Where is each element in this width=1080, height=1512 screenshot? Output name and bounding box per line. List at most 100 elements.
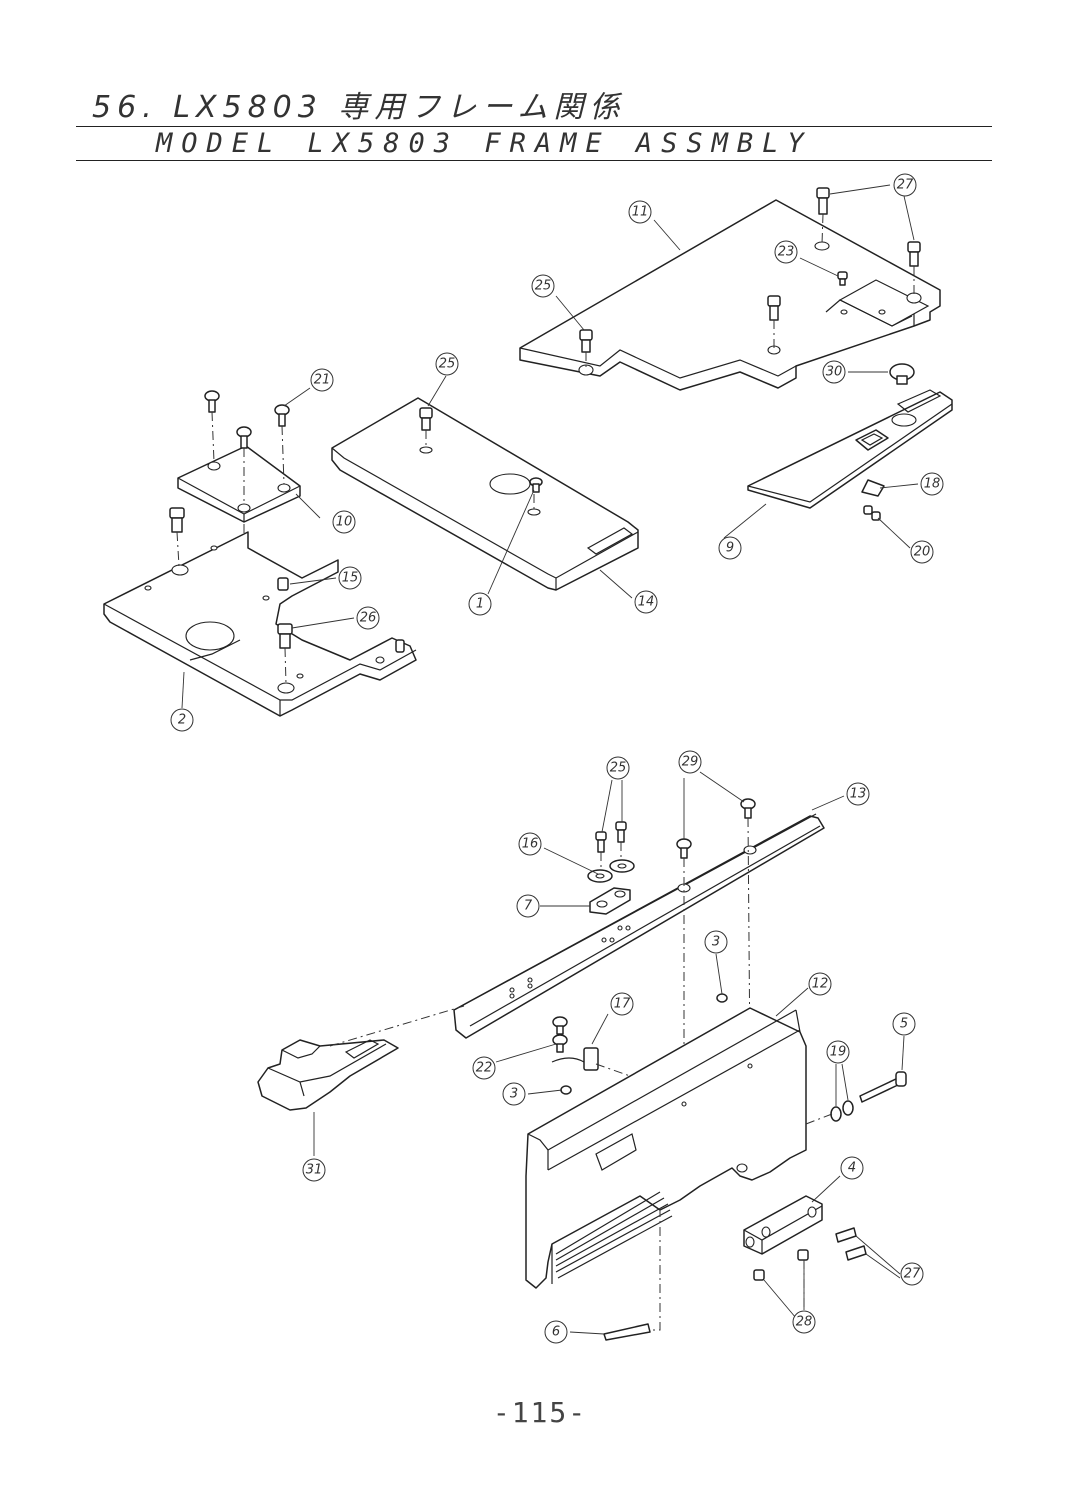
part-2-base-plate bbox=[103, 531, 417, 717]
callout-27-block: 27 bbox=[900, 1262, 924, 1286]
screw-23 bbox=[837, 271, 848, 286]
svg-text:12: 12 bbox=[812, 977, 829, 992]
screws-22 bbox=[552, 1016, 568, 1053]
assembly-lines-plate-14 bbox=[425, 430, 535, 510]
callout-3-lower: 3 bbox=[502, 1082, 526, 1106]
svg-text:4: 4 bbox=[848, 1161, 856, 1176]
svg-text:19: 19 bbox=[830, 1045, 847, 1060]
svg-text:16: 16 bbox=[522, 837, 539, 852]
knob-30 bbox=[889, 363, 915, 385]
callout-26: 26 bbox=[356, 606, 380, 630]
svg-text:23: 23 bbox=[778, 245, 795, 260]
part-14-center-plate bbox=[331, 397, 639, 591]
assembly-lines-plate-10 bbox=[211, 411, 285, 590]
callout-2: 2 bbox=[170, 708, 194, 732]
svg-text:5: 5 bbox=[900, 1017, 908, 1032]
screws-25-rail bbox=[595, 821, 627, 853]
screw-3-lower bbox=[560, 1085, 572, 1095]
screw-25-center bbox=[419, 407, 433, 431]
svg-text:14: 14 bbox=[638, 595, 655, 610]
svg-text:25: 25 bbox=[439, 357, 456, 372]
screws-20 bbox=[863, 505, 881, 521]
screw-25-plate-11 bbox=[579, 329, 593, 353]
part-13-rail bbox=[453, 813, 825, 1039]
page-title-japanese: 56. LX5803 専用フレーム関係 bbox=[92, 90, 626, 125]
svg-text:25: 25 bbox=[535, 279, 552, 294]
svg-text:31: 31 bbox=[306, 1163, 323, 1178]
svg-text:27: 27 bbox=[897, 178, 914, 193]
svg-text:1: 1 bbox=[476, 597, 484, 612]
svg-text:26: 26 bbox=[360, 611, 377, 626]
callout-23: 23 bbox=[774, 240, 798, 264]
callout-25-rail: 25 bbox=[606, 756, 630, 780]
svg-text:18: 18 bbox=[924, 477, 941, 492]
svg-text:10: 10 bbox=[336, 515, 353, 530]
callout-31: 31 bbox=[302, 1158, 326, 1182]
callout-21: 21 bbox=[310, 368, 334, 392]
screws-27-block bbox=[835, 1227, 867, 1261]
callout-5: 5 bbox=[892, 1012, 916, 1036]
assembly-line-6 bbox=[650, 1208, 661, 1331]
svg-text:9: 9 bbox=[726, 541, 734, 556]
callout-17: 17 bbox=[610, 992, 634, 1016]
callout-9: 9 bbox=[718, 536, 742, 560]
assembly-lines-plate-2 bbox=[176, 531, 287, 685]
svg-text:2: 2 bbox=[178, 713, 186, 728]
svg-text:3: 3 bbox=[510, 1087, 518, 1102]
callout-15: 15 bbox=[338, 566, 362, 590]
svg-text:17: 17 bbox=[614, 997, 631, 1012]
callout-22: 22 bbox=[472, 1056, 496, 1080]
callout-19: 19 bbox=[826, 1040, 850, 1064]
svg-text:11: 11 bbox=[632, 205, 649, 220]
svg-text:30: 30 bbox=[826, 365, 843, 380]
callout-10: 10 bbox=[332, 510, 356, 534]
svg-text:13: 13 bbox=[850, 787, 867, 802]
callout-12: 12 bbox=[808, 972, 832, 996]
callout-6: 6 bbox=[544, 1320, 568, 1344]
callout-7: 7 bbox=[516, 894, 540, 918]
screw-plate-11-center bbox=[767, 295, 781, 321]
callout-3-upper: 3 bbox=[704, 930, 728, 954]
callout-16: 16 bbox=[518, 832, 542, 856]
leader-lines bbox=[181, 184, 919, 1335]
callout-1: 1 bbox=[468, 592, 492, 616]
svg-text:20: 20 bbox=[914, 545, 931, 560]
svg-text:7: 7 bbox=[524, 899, 533, 914]
svg-text:22: 22 bbox=[476, 1061, 493, 1076]
screw-bolt-left bbox=[169, 507, 185, 533]
screws-29 bbox=[676, 798, 756, 859]
svg-text:27: 27 bbox=[904, 1267, 921, 1282]
title-rule-top bbox=[76, 126, 992, 127]
part-11-top-cover-plate bbox=[519, 199, 941, 391]
assembly-line-19 bbox=[805, 1113, 833, 1125]
screw-3-upper bbox=[716, 993, 728, 1003]
svg-text:15: 15 bbox=[342, 571, 359, 586]
part-10-small-plate bbox=[177, 445, 301, 523]
screw-27-upper-left bbox=[816, 187, 830, 215]
callout-25-center: 25 bbox=[435, 352, 459, 376]
washers-19 bbox=[830, 1100, 854, 1122]
spring-17 bbox=[551, 1047, 599, 1071]
callout-29: 29 bbox=[678, 750, 702, 774]
pin-right-base bbox=[395, 639, 405, 653]
part-12-main-frame bbox=[525, 1007, 807, 1289]
svg-text:29: 29 bbox=[682, 755, 699, 770]
svg-text:21: 21 bbox=[314, 373, 331, 388]
part-31-presser-foot bbox=[257, 1039, 399, 1111]
callout-13: 13 bbox=[846, 782, 870, 806]
pin-6 bbox=[603, 1323, 651, 1341]
screws-21-group bbox=[204, 390, 290, 449]
callout-25-plate: 25 bbox=[531, 274, 555, 298]
bolt-5 bbox=[859, 1071, 907, 1103]
svg-text:28: 28 bbox=[796, 1315, 813, 1330]
part-4-block bbox=[743, 1195, 823, 1255]
svg-text:3: 3 bbox=[712, 935, 720, 950]
callout-30: 30 bbox=[822, 360, 846, 384]
page-number: -115- bbox=[492, 1396, 588, 1429]
svg-text:25: 25 bbox=[610, 761, 627, 776]
assembly-line-17 bbox=[595, 1063, 631, 1077]
screw-27-upper-right bbox=[907, 241, 921, 267]
screw-1 bbox=[529, 477, 543, 493]
callout-18: 18 bbox=[920, 472, 944, 496]
